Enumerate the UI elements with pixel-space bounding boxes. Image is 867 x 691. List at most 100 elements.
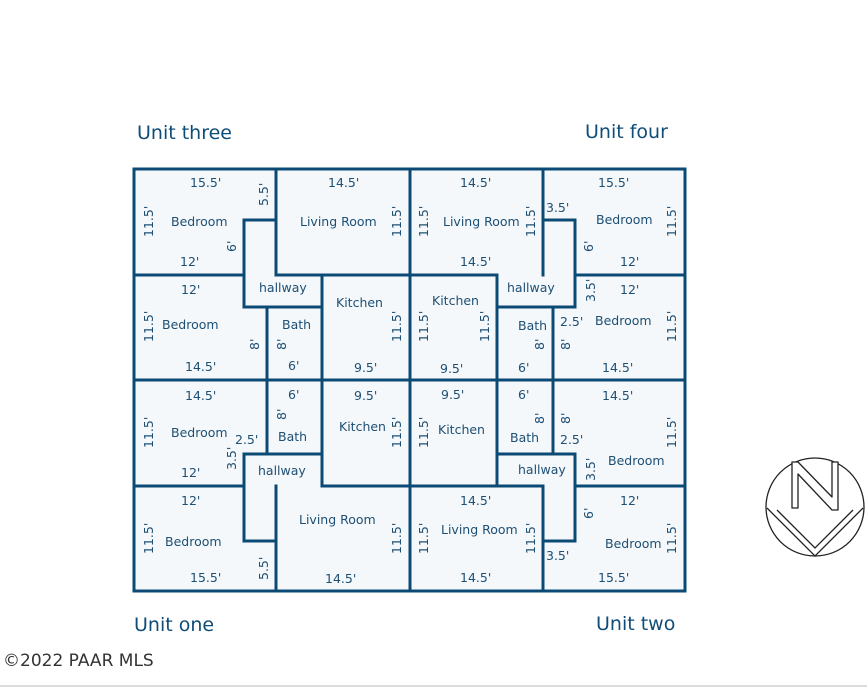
- u1-kitchen-top: 9.5': [354, 388, 377, 403]
- u1-b1-2-5: 2.5': [235, 432, 258, 447]
- u3-hallway: hallway: [259, 280, 307, 295]
- u3-living-width: 14.5': [328, 175, 359, 190]
- u2-bath-6: 6': [518, 387, 529, 402]
- u1-living-room: Living Room: [299, 512, 376, 527]
- u1-living-bottom: 14.5': [325, 571, 356, 586]
- u3-b2-height: 11.5': [141, 311, 156, 342]
- u4-kitchen-bottom: 9.5': [440, 361, 463, 376]
- u4-living-bottom: 14.5': [460, 254, 491, 269]
- u4-b1-3-5: 3.5': [546, 200, 569, 215]
- u1-bath: Bath: [278, 429, 307, 444]
- u4-b1-6: 6': [581, 241, 596, 252]
- u4-b2-8: 8': [558, 339, 573, 350]
- u4-bath: Bath: [518, 318, 547, 333]
- u1-b2-5-5: 5.5': [256, 557, 271, 580]
- u4-living-room: Living Room: [443, 214, 520, 229]
- u2-b1-top: 14.5': [602, 388, 633, 403]
- u4-b2-height: 11.5': [664, 311, 679, 342]
- u2-living-wall: [408, 484, 545, 593]
- u3-b1-width: 15.5': [190, 175, 221, 190]
- u2-b2-height: 11.5': [664, 523, 679, 554]
- u3-bedroom-1: Bedroom: [171, 214, 228, 229]
- u2-kitchen-top: 9.5': [441, 387, 464, 402]
- u2-b1-height: 11.5': [664, 417, 679, 448]
- u2-bedroom-2: Bedroom: [605, 536, 662, 551]
- u1-bath-8: 8': [274, 409, 289, 420]
- u2-b2-bottom: 15.5': [598, 570, 629, 585]
- u3-b1-5-5: 5.5': [256, 183, 271, 206]
- u4-hallway: hallway: [507, 280, 555, 295]
- u3-bedroom-2: Bedroom: [162, 317, 219, 332]
- u1-bedroom-1: Bedroom: [171, 425, 228, 440]
- u4-kitchen: Kitchen: [432, 293, 479, 308]
- u2-b2-top: 12': [620, 493, 639, 508]
- u2-hallway-wall: [495, 452, 577, 543]
- u2-b2-3-5: 3.5': [546, 548, 569, 563]
- u1-b1-3-5: 3.5': [224, 447, 239, 470]
- u1-hallway-wall: [242, 452, 412, 488]
- north-arrow-icon: [765, 457, 865, 557]
- u3-kitchen: Kitchen: [336, 295, 383, 310]
- u4-kitchen-right-h: 11.5': [477, 311, 492, 342]
- u2-bath-8: 8': [532, 413, 547, 424]
- walls: [132, 167, 687, 593]
- u3-living-height: 11.5': [389, 206, 404, 237]
- u3-b2-bottom: 14.5': [185, 359, 216, 374]
- u1-bath-6: 6': [288, 387, 299, 402]
- u4-b1-bottom: 12': [620, 254, 639, 269]
- u2-living-left-h: 11.5': [416, 523, 431, 554]
- u3-b1-6: 6': [224, 241, 239, 252]
- u1-kitchen-height: 11.5': [389, 417, 404, 448]
- copyright-text: ©2022 PAAR MLS: [3, 651, 154, 671]
- u4-bedroom-2: Bedroom: [595, 313, 652, 328]
- u2-b2-6: 6': [581, 508, 596, 519]
- u2-b1-2-5: 2.5': [560, 432, 583, 447]
- u2-bedroom-1: Bedroom: [608, 453, 665, 468]
- u4-b1-top: 15.5': [598, 175, 629, 190]
- u2-living-right-h: 11.5': [523, 523, 538, 554]
- u3-bath-8: 8': [274, 339, 289, 350]
- u3-bath: Bath: [282, 317, 311, 332]
- u4-b2-top: 12': [620, 282, 639, 297]
- u4-b1-height: 11.5': [664, 206, 679, 237]
- u4-kitchen-left-h: 11.5': [416, 311, 431, 342]
- u1-bedroom-wall: [132, 484, 278, 543]
- u2-bath: Bath: [510, 430, 539, 445]
- u4-living-top: 14.5': [460, 175, 491, 190]
- u2-living-room: Living Room: [441, 522, 518, 537]
- u4-hallway-wall: [408, 218, 577, 309]
- u3-b1-bottom: 12': [180, 254, 199, 269]
- u2-kitchen: Kitchen: [438, 422, 485, 437]
- u3-kitchen-bottom: 9.5': [354, 360, 377, 375]
- unit-three-label: Unit three: [137, 122, 232, 144]
- u4-b2-2-5: 2.5': [560, 314, 583, 329]
- u4-living-left-h: 11.5': [416, 206, 431, 237]
- u2-kitchen-height: 11.5': [416, 417, 431, 448]
- u1-b1-top: 14.5': [185, 388, 216, 403]
- u1-kitchen: Kitchen: [339, 419, 386, 434]
- u1-b1-height: 11.5': [141, 417, 156, 448]
- u2-hallway: hallway: [518, 462, 566, 477]
- u1-bedroom-2: Bedroom: [165, 534, 222, 549]
- u3-kitchen-height: 11.5': [389, 311, 404, 342]
- u4-b2-bottom: 14.5': [602, 360, 633, 375]
- u2-b1-8: 8': [558, 413, 573, 424]
- unit-two-label: Unit two: [596, 613, 675, 635]
- u1-hallway: hallway: [258, 463, 306, 478]
- u3-b2-top: 12': [181, 282, 200, 297]
- u1-b2-top: 12': [181, 493, 200, 508]
- u4-bath-6: 6': [518, 360, 529, 375]
- u1-b1-bottom: 12': [181, 465, 200, 480]
- u4-b2-3-5: 3.5': [583, 279, 598, 302]
- unit-one-label: Unit one: [134, 614, 214, 636]
- u2-b1-3-5: 3.5': [583, 458, 598, 481]
- u1-b2-height: 11.5': [141, 523, 156, 554]
- u3-hallway-wall: [242, 218, 412, 309]
- u3-b2-8: 8': [247, 339, 262, 350]
- u1-living-height: 11.5': [389, 523, 404, 554]
- unit-four-label: Unit four: [585, 121, 668, 143]
- u4-living-right-h: 11.5': [523, 206, 538, 237]
- u2-living-top: 14.5': [460, 493, 491, 508]
- u3-b1-height: 11.5': [141, 206, 156, 237]
